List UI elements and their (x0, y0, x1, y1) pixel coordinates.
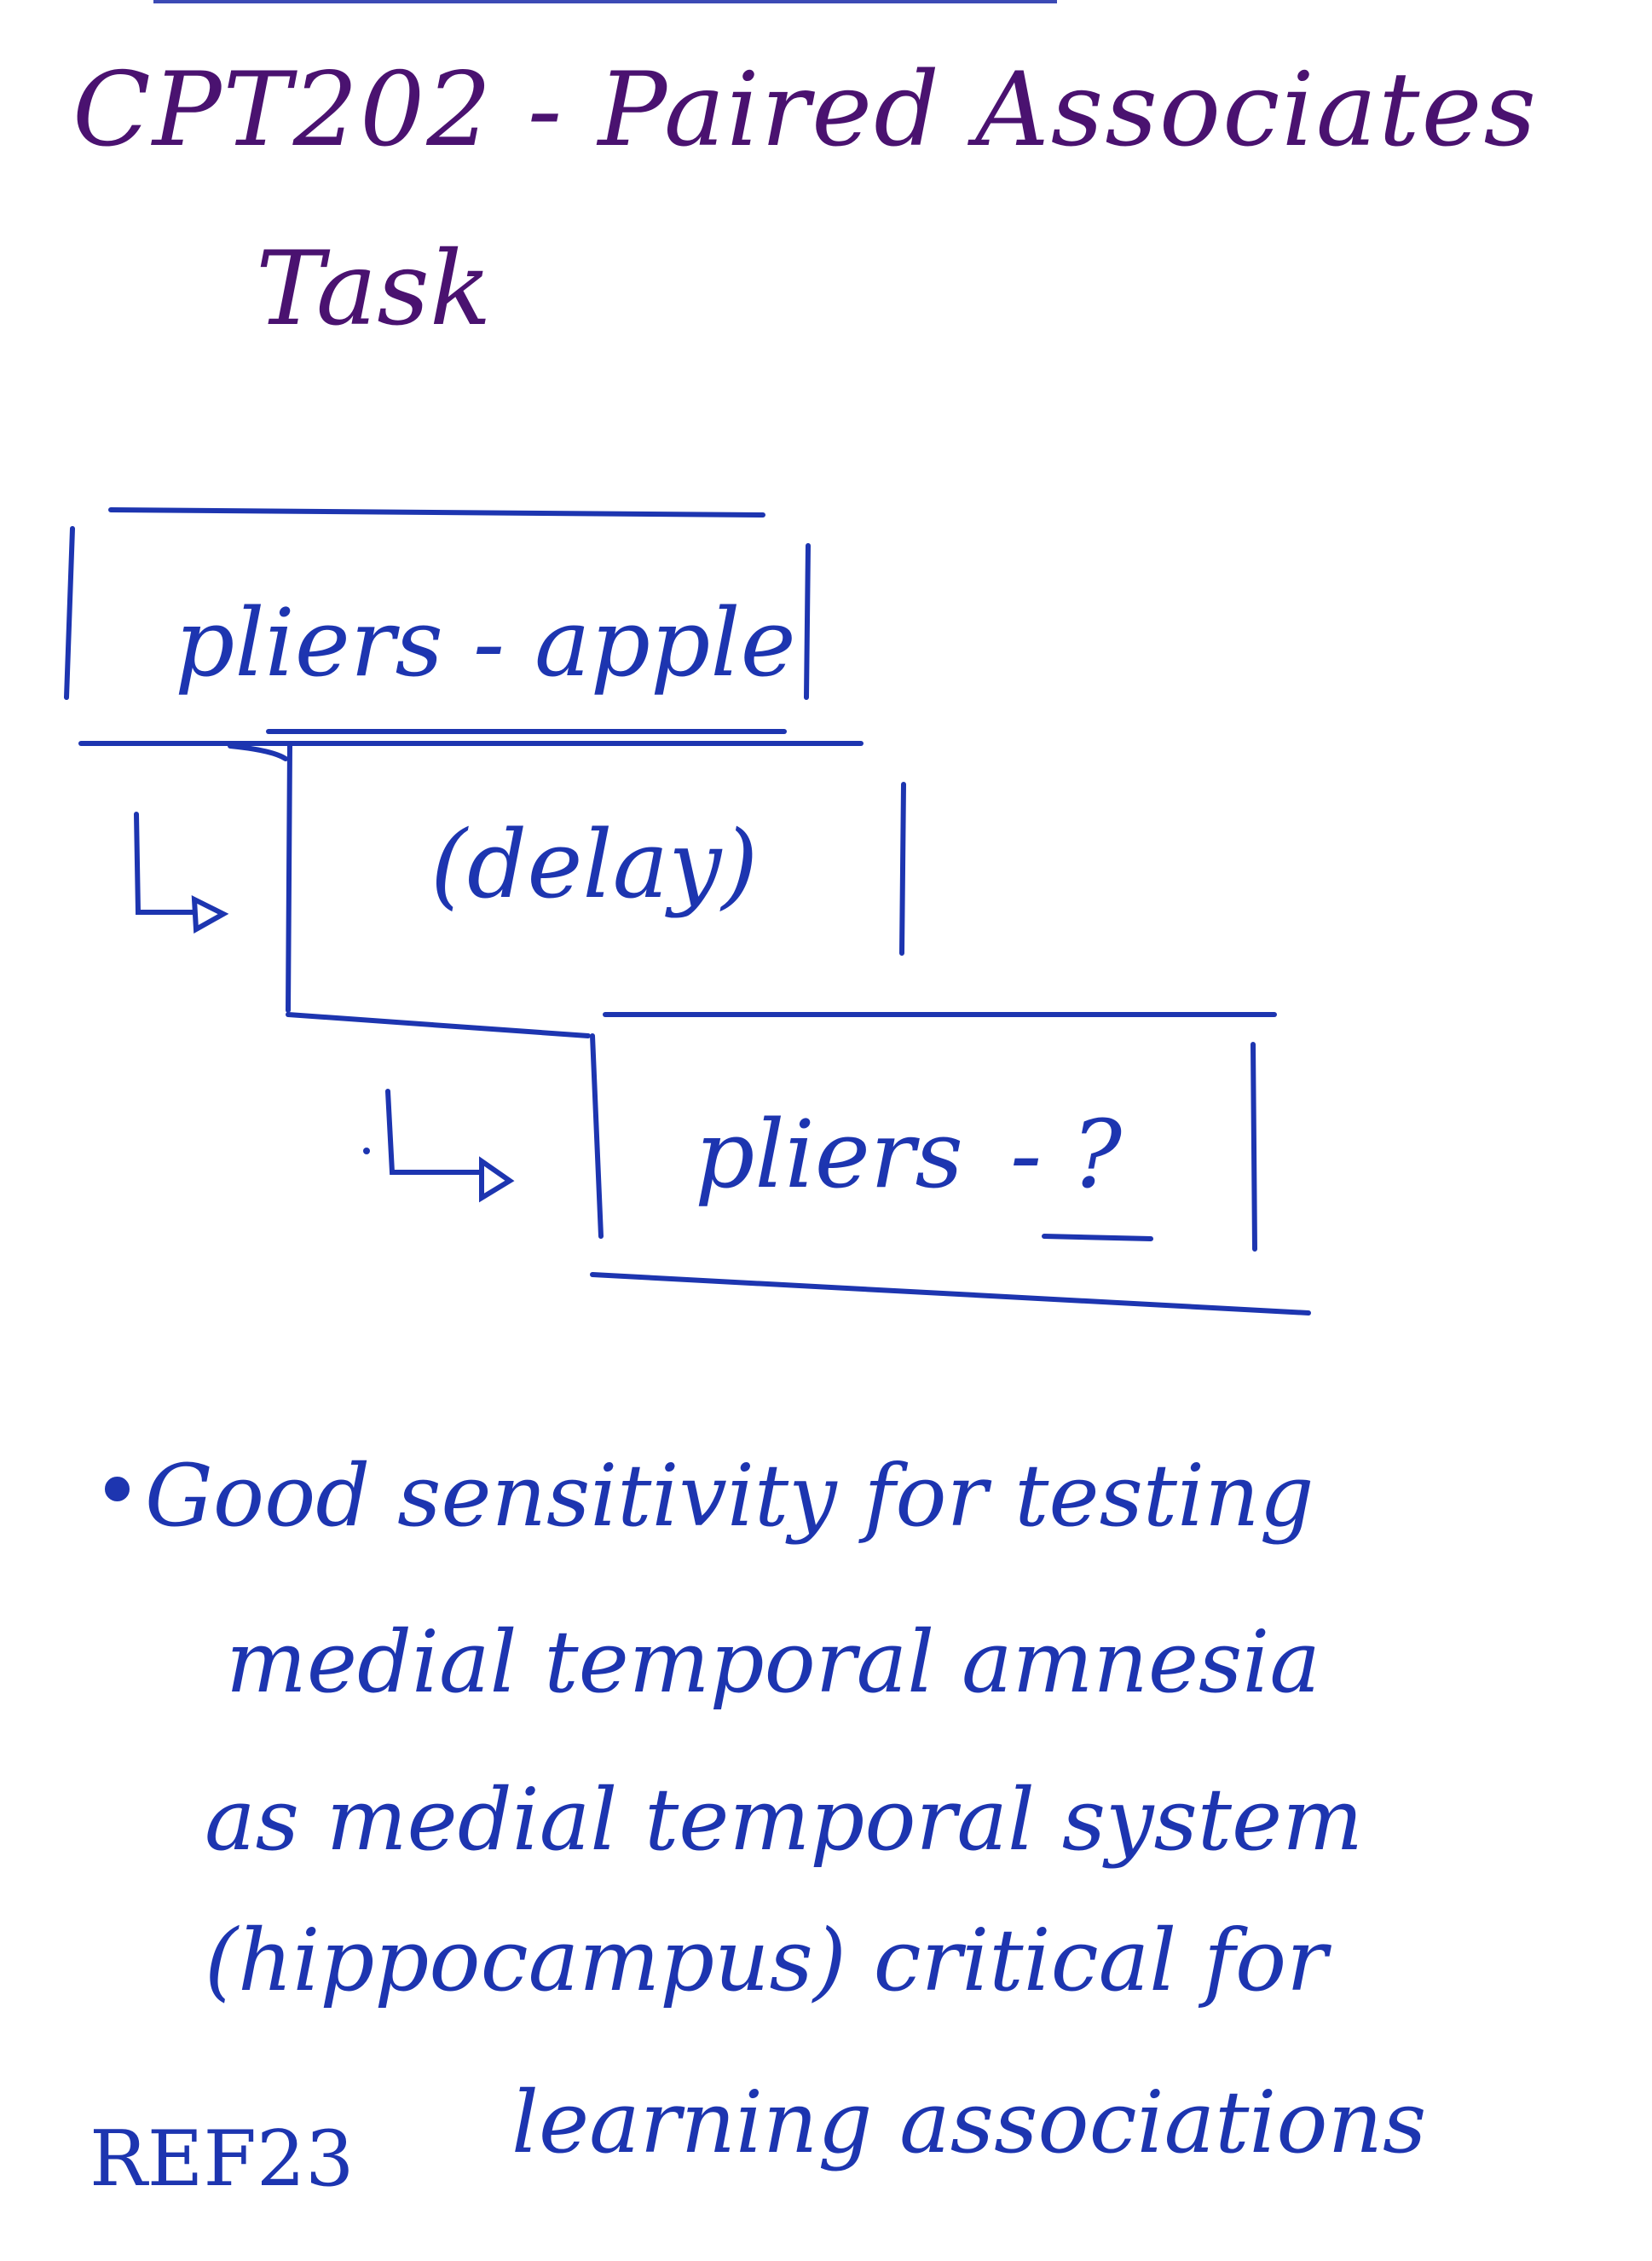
note-line-3: as medial temporal system (205, 1770, 1364, 1870)
step-3-cue-word: pliers (695, 1100, 963, 1209)
arrow-2-dot (363, 1148, 370, 1154)
arrow-1-icon (134, 812, 197, 915)
card-top-edge (153, 0, 1057, 3)
title-line-2: Task (256, 230, 492, 349)
reference-code: REF23 (90, 2114, 355, 2204)
answer-blank-underline (1042, 1234, 1153, 1241)
box1-left-edge (64, 526, 75, 700)
box1-to-box2-connector (228, 743, 288, 761)
box1-top-edge (108, 507, 765, 518)
box3-left-edge (590, 1033, 604, 1239)
box2-right-edge (899, 782, 906, 956)
box2-left-edge (286, 743, 292, 1013)
box2-bottom-edge (286, 1012, 591, 1038)
step-2-delay: (delay) (430, 810, 759, 919)
step-1-study-pair: pliers - apple (175, 588, 796, 697)
step-3-blank: - ? (1010, 1100, 1123, 1209)
box1-right-edge (804, 543, 811, 700)
box3-bottom-edge (590, 1272, 1311, 1316)
note-line-5: learning associations (511, 2073, 1427, 2172)
arrow-1-head (191, 895, 229, 934)
note-bullet: • (92, 1442, 142, 1541)
note-line-4: (hippocampus) critical for (205, 1911, 1327, 2010)
box3-right-edge (1251, 1042, 1257, 1252)
title-line-1: CPT202 - Paired Associates (72, 51, 1539, 170)
arrow-2-head (479, 1156, 515, 1203)
note-line-2: medial temporal amnesia (226, 1612, 1320, 1712)
arrow-2-icon (385, 1089, 484, 1175)
note-line-1: Good sensitivity for testing (145, 1446, 1314, 1546)
